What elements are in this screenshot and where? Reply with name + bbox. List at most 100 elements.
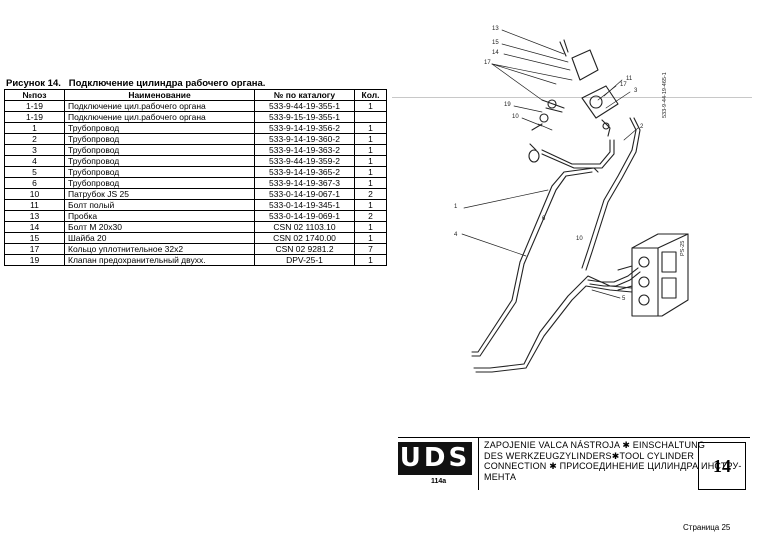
cell-position: 1 [4, 122, 65, 134]
horizontal-rule [392, 97, 752, 98]
drawing-title-line: ZAPOJENIE VALCA NÁSTROJA ✱ EINSCHALTUNG [484, 440, 706, 450]
cell-catalog-number: 533-9-44-19-359-2 [254, 155, 355, 167]
cell-quantity: 1 [354, 144, 387, 156]
valve-code-label: PS-25 [680, 241, 686, 256]
cell-position: 4 [4, 155, 65, 167]
callout-label: 2 [640, 124, 644, 130]
cell-quantity: 2 [354, 210, 387, 222]
pipe-3 [541, 139, 615, 169]
drawing-title-line: DES WERKZEUGZYLINDERS✱TOOL CYLINDER [484, 450, 695, 461]
figure-caption: Рисунок 14. Подключение цилиндра рабочег… [6, 78, 266, 89]
cell-name: Патрубок JS 25 [64, 188, 255, 200]
cell-catalog-number: 533-9-14-19-360-2 [254, 133, 355, 145]
cylinder-connection [528, 39, 619, 163]
cell-catalog-number: 533-0-14-19-067-1 [254, 188, 355, 200]
cell-position: 6 [4, 177, 65, 189]
callout-label: 14 [492, 50, 499, 56]
column-header-position: №поз [4, 89, 65, 101]
cell-quantity [354, 111, 387, 123]
cell-catalog-number: 533-9-14-19-363-2 [254, 144, 355, 156]
cell-quantity: 1 [354, 155, 387, 167]
drawing-title-line: МЕНТА [484, 471, 517, 482]
cell-name: Трубопровод [64, 166, 255, 178]
cell-position: 10 [4, 188, 65, 200]
table-header-row: №поз Наименование № по каталогу Кол. [4, 89, 387, 101]
pipe-2 [473, 275, 633, 373]
page-footer: Страница 25 [683, 523, 731, 532]
callout-leaders [461, 29, 639, 299]
cell-catalog-number: 533-0-14-19-345-1 [254, 199, 355, 211]
title-block: UDS 114a ZAPOJENIE VALCA NÁSTROJA ✱ EINS… [398, 437, 750, 490]
drawing-title-line: CONNECTION ✱ ПРИСОЕДИНЕНИЕ ЦИЛИНДРА ИНСТ… [484, 461, 742, 471]
cell-position: 11 [4, 199, 65, 211]
pipe-1 [471, 167, 599, 357]
cell-position: 5 [4, 166, 65, 178]
cell-catalog-number: 533-0-14-19-069-1 [254, 210, 355, 222]
callout-label: 15 [492, 40, 499, 46]
cell-name: Шайба 20 [64, 232, 255, 244]
cell-position: 1-19 [4, 100, 65, 112]
drawing-code-label: 533-9-44-19-465-1 [662, 72, 668, 118]
cell-name: Трубопровод [64, 122, 255, 134]
cell-name: Трубопровод [64, 155, 255, 167]
cell-name: Болт полый [64, 199, 255, 211]
cell-quantity: 1 [354, 122, 387, 134]
column-header-quantity: Кол. [354, 89, 387, 101]
column-header-name: Наименование [64, 89, 255, 101]
cell-name: Болт М 20x30 [64, 221, 255, 233]
cell-quantity: 7 [354, 243, 387, 255]
callout-label: 5 [622, 296, 626, 302]
cell-position: 1-19 [4, 111, 65, 123]
callout-label: 10 [512, 114, 519, 120]
cell-catalog-number: CSN 02 1103.10 [254, 221, 355, 233]
cell-quantity: 1 [354, 254, 387, 266]
cell-catalog-number: 533-9-44-19-355-1 [254, 100, 355, 112]
uds-logo: UDS [398, 442, 472, 475]
cell-quantity: 1 [354, 221, 387, 233]
cell-position: 15 [4, 232, 65, 244]
callout-numbers: 13 15 14 17 19 10 17 11 3 2 1 4 5 6 10 [454, 26, 644, 302]
callout-label: 10 [576, 236, 583, 242]
cell-quantity: 1 [354, 133, 387, 145]
cell-position: 3 [4, 144, 65, 156]
drawing-title: ZAPOJENIE VALCA NÁSTROJA ✱ EINSCHALTUNG … [484, 440, 742, 482]
cell-position: 19 [4, 254, 65, 266]
callout-label: 6 [542, 216, 546, 222]
cell-catalog-number: CSN 02 9281.2 [254, 243, 355, 255]
callout-label: 3 [634, 88, 638, 94]
callout-label: 4 [454, 232, 458, 238]
callout-label: 11 [626, 76, 633, 82]
cell-position: 17 [4, 243, 65, 255]
cell-catalog-number: 533-9-14-19-365-2 [254, 166, 355, 178]
title-block-divider [478, 438, 479, 490]
column-header-catalog-number: № по каталогу [254, 89, 355, 101]
cell-catalog-number: DPV-25-1 [254, 254, 355, 266]
hydraulic-connection-drawing: 13 15 14 17 19 10 17 11 3 2 1 4 5 6 10 5… [454, 26, 689, 373]
cell-quantity: 2 [354, 188, 387, 200]
cell-name: Кольцо уплотнительное 32x2 [64, 243, 255, 255]
cell-name: Трубопровод [64, 144, 255, 156]
cell-position: 13 [4, 210, 65, 222]
cell-catalog-number: 533-9-15-19-355-1 [254, 111, 355, 123]
callout-label: 1 [454, 204, 458, 210]
valve-block [617, 233, 689, 317]
drawing-code: 114a [431, 478, 447, 485]
cell-quantity: 1 [354, 199, 387, 211]
pipe-5 [587, 267, 641, 287]
cell-name: Пробка [64, 210, 255, 222]
callout-label: 17 [484, 60, 491, 66]
sheet-number: 14 [698, 442, 746, 490]
cell-quantity: 1 [354, 232, 387, 244]
